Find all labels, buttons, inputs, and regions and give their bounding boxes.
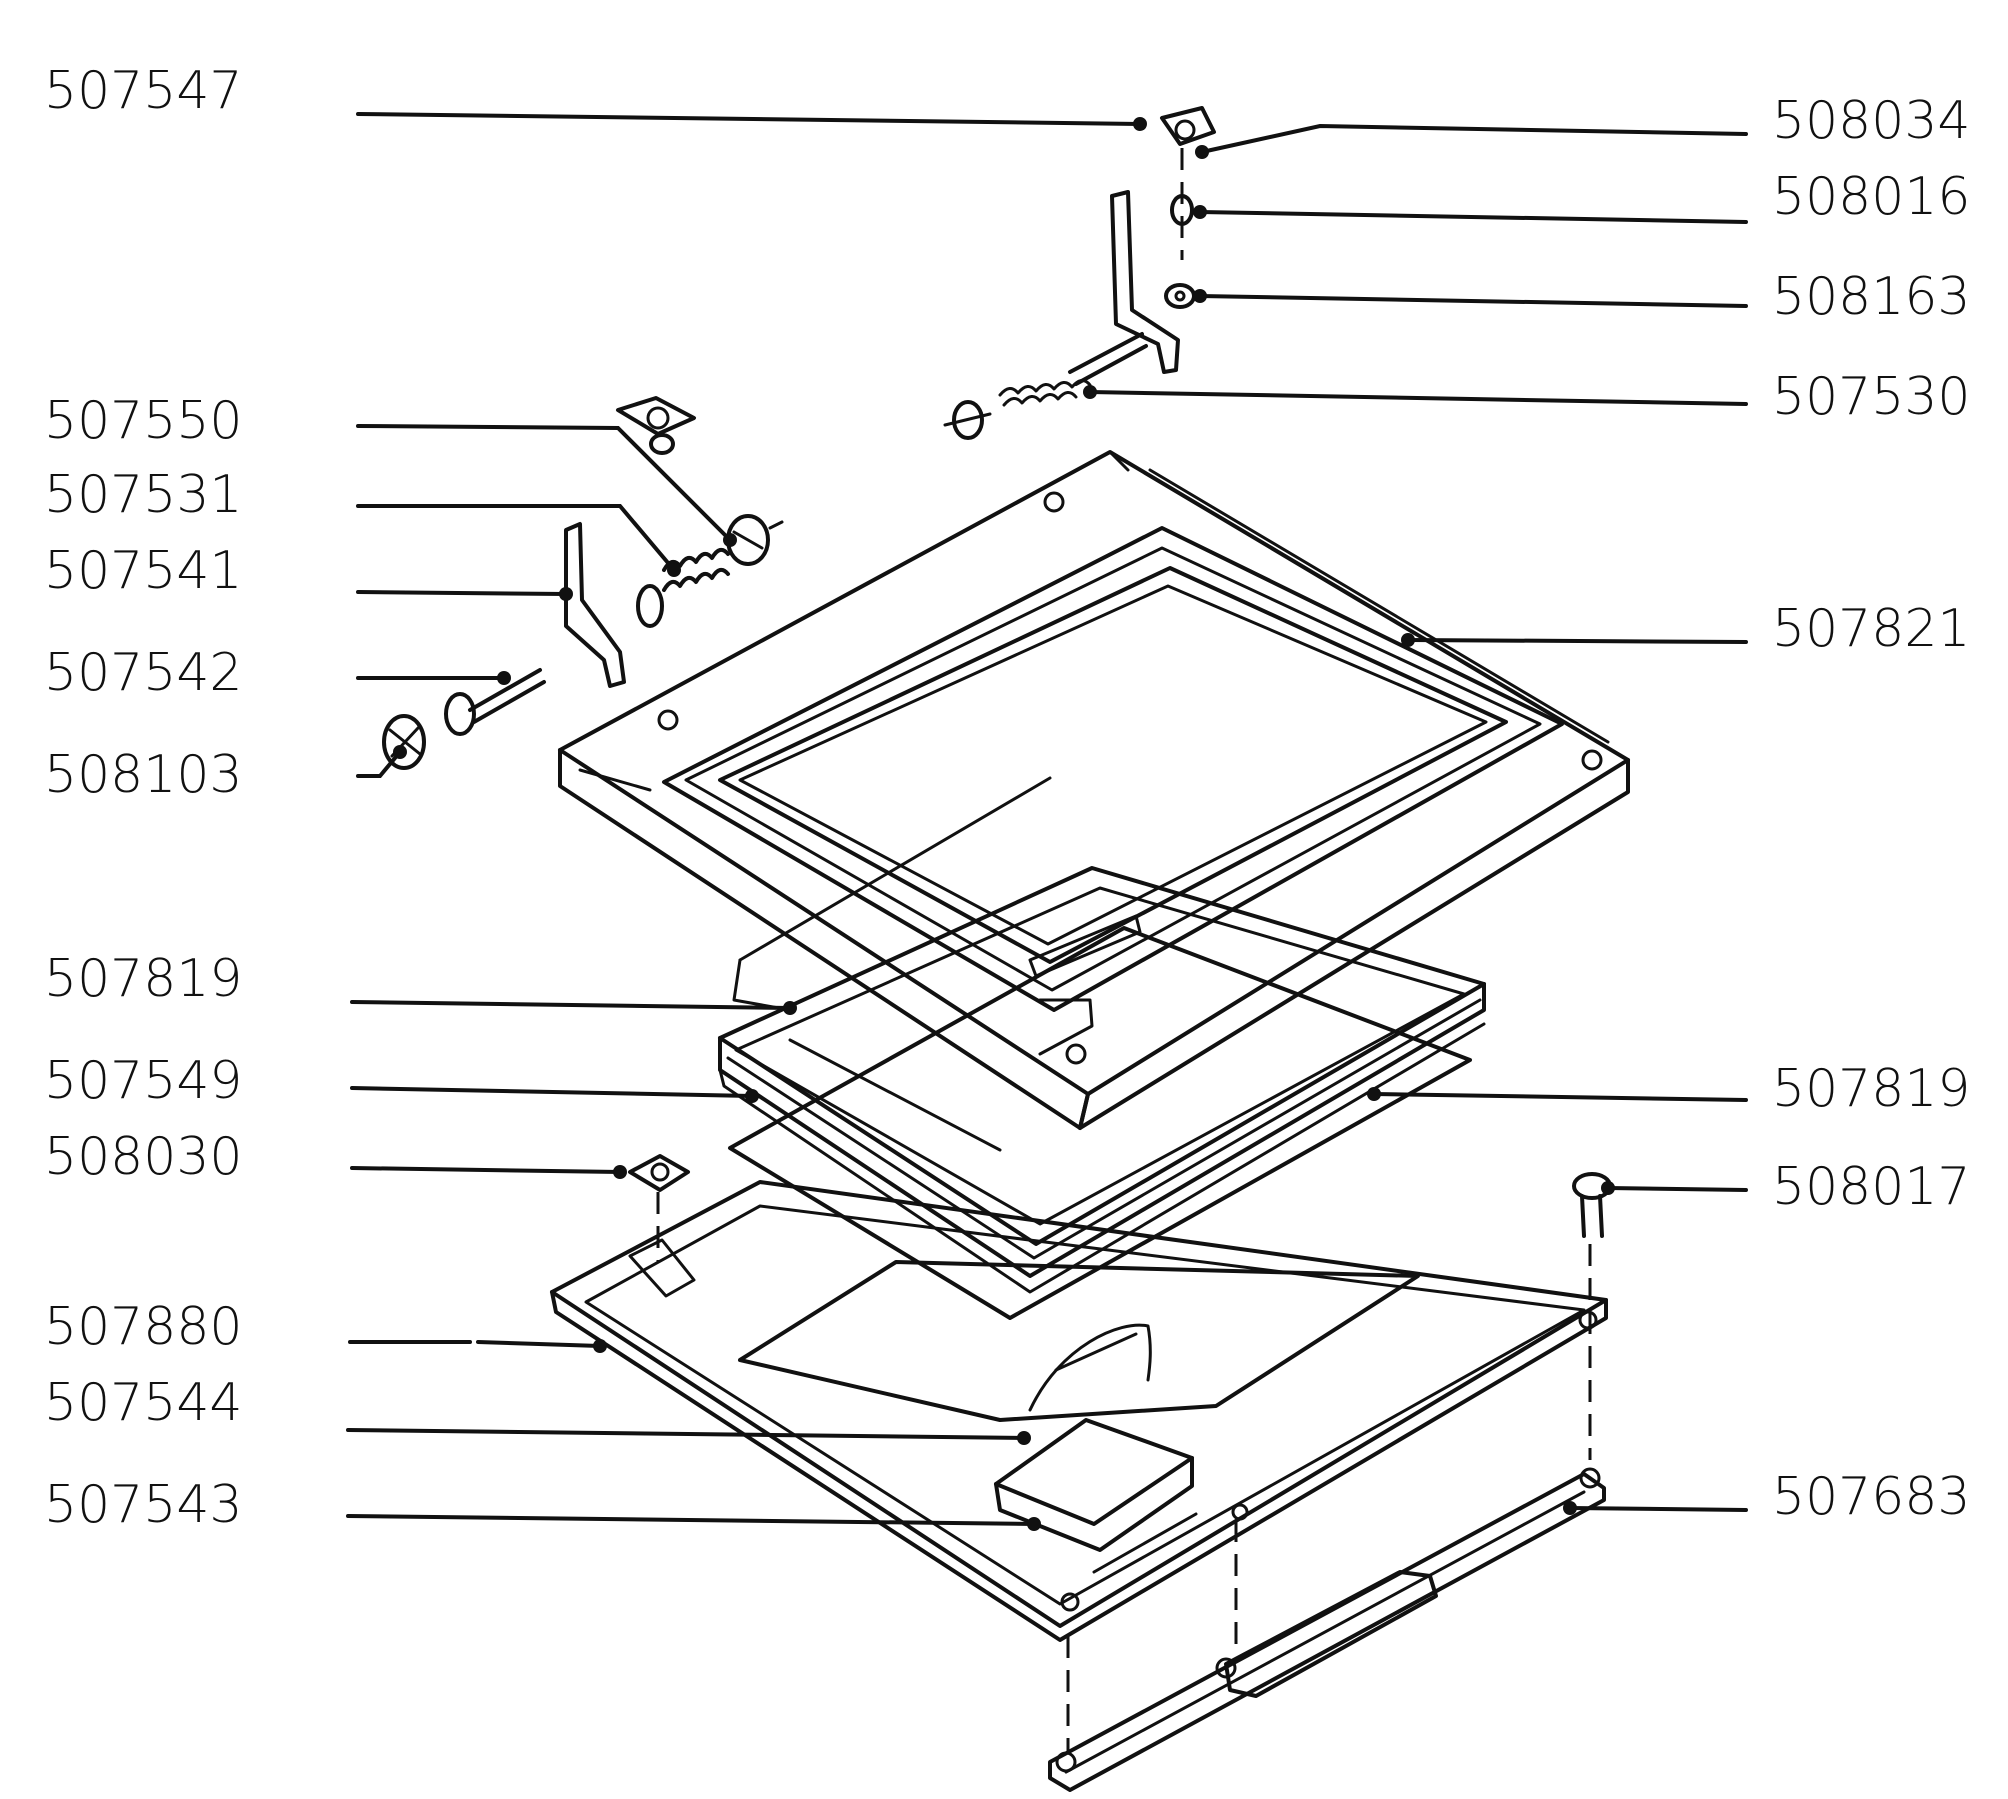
callout-508030: 508030: [44, 1127, 243, 1187]
callout-507683: 507683: [1772, 1467, 1971, 1527]
callout-507541: 507541: [44, 541, 243, 601]
gasket: [718, 866, 1486, 1294]
callout-508016: 508016: [1772, 167, 1971, 227]
callout-507819-lower: 507819: [1772, 1059, 1971, 1119]
callout-507530: 507530: [1772, 367, 1971, 427]
callout-507550: 507550: [44, 391, 243, 451]
hinge-assembly-right: [943, 106, 1216, 440]
callout-507819-upper: 507819: [44, 949, 243, 1009]
callout-508034: 508034: [1772, 91, 1971, 151]
bottom-frame: [550, 1180, 1608, 1642]
callout-labels: 507547 508034 508016 508163 507530 50755…: [44, 61, 1971, 1535]
hinge-assembly-left: [382, 396, 784, 770]
callout-508163: 508163: [1772, 267, 1971, 327]
callout-508017: 508017: [1772, 1157, 1971, 1217]
callout-507544: 507544: [44, 1373, 243, 1433]
callout-507542: 507542: [44, 643, 243, 703]
callout-507880: 507880: [44, 1297, 243, 1357]
callout-507531: 507531: [44, 465, 243, 525]
leader-lines: [346, 112, 1748, 1531]
callout-507549: 507549: [44, 1051, 243, 1111]
glass-pane-lower: [728, 926, 1472, 1320]
callout-507821: 507821: [1772, 599, 1971, 659]
callout-507543: 507543: [44, 1475, 243, 1535]
top-frame: [558, 450, 1630, 1130]
callout-507547: 507547: [44, 61, 243, 121]
bottom-bracket: [1048, 1467, 1606, 1792]
clip-part: [628, 1154, 690, 1262]
callout-508103: 508103: [44, 745, 243, 805]
